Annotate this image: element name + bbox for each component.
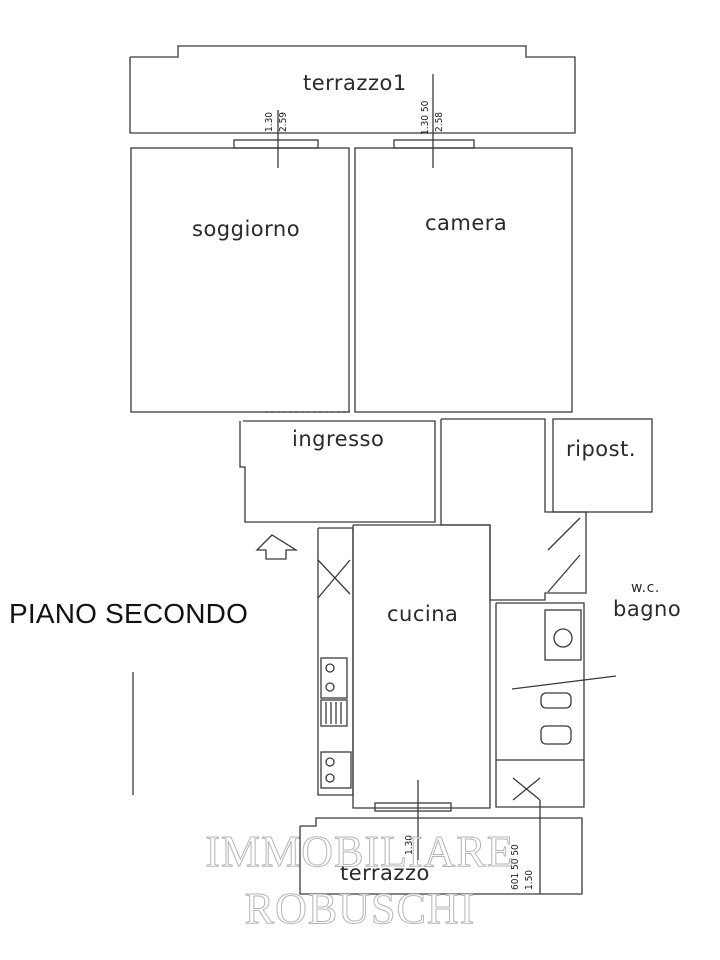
watermark-line-1: IMMOBILIARE	[205, 827, 515, 877]
dim-top-right-2: 2.58	[434, 112, 445, 132]
kitchen-counter	[317, 527, 354, 796]
sink-icon	[320, 657, 348, 699]
basin-icon	[544, 609, 582, 661]
camera-window	[393, 139, 475, 149]
dim-top-left-1: 1.30	[264, 112, 275, 132]
cucina-label: cucina	[387, 602, 458, 626]
ingresso-label: ingresso	[292, 427, 384, 451]
floor-label: PIANO SECONDO	[9, 598, 249, 629]
dim-bottom-right-1: 601 50 50	[510, 844, 521, 890]
cucina-walls	[352, 524, 491, 809]
wc-label: w.c.	[631, 580, 660, 596]
dim-bottom-left: 1.30	[404, 835, 415, 855]
terrace-bottom-label: terrazzo	[340, 861, 430, 885]
dim-top-right-1: 1.30 50	[420, 100, 431, 135]
bagno-walls	[495, 602, 585, 808]
soggiorno-window	[233, 139, 319, 149]
dim-bottom-right-2: 1.50	[524, 870, 535, 890]
stove-icon	[320, 751, 352, 789]
camera-label: camera	[425, 211, 507, 235]
watermark-line-2: ROBUSCHI	[244, 884, 476, 934]
soggiorno-label: soggiorno	[192, 217, 300, 241]
ripost-label: ripost.	[566, 437, 636, 461]
entrance-arrow-icon	[255, 534, 299, 560]
terrace-top-label: terrazzo1	[303, 71, 407, 95]
soggiorno-walls	[130, 147, 350, 413]
toilet-icon	[540, 692, 572, 709]
bagno-label: bagno	[613, 597, 681, 621]
ingresso-walls	[239, 420, 436, 523]
dim-top-left-2: 2.59	[278, 112, 289, 132]
camera-walls	[354, 147, 573, 413]
terrace-bottom-outline	[299, 817, 583, 895]
ripost-walls	[552, 418, 653, 513]
bidet-icon	[540, 725, 572, 745]
cucina-window	[374, 802, 452, 812]
